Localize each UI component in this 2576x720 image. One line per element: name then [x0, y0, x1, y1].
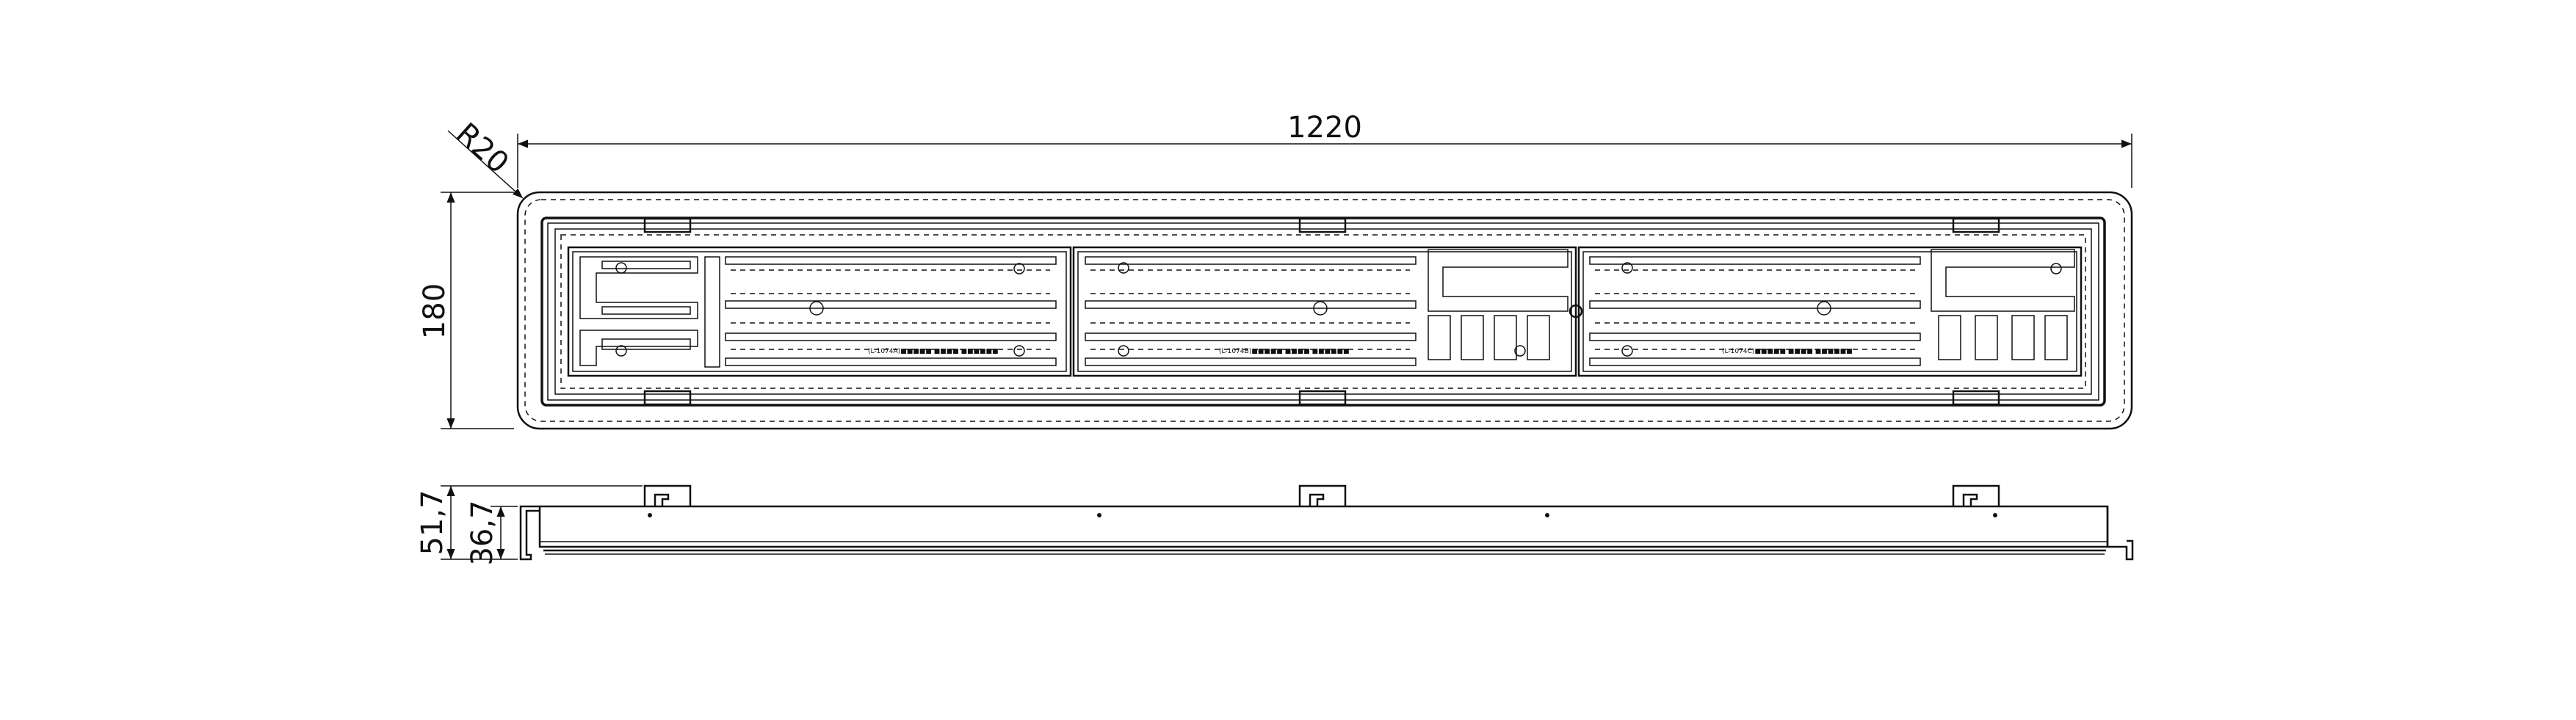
module-1-label: (L-1074A)■■■■■ ■■■■ ■■■■■■	[868, 348, 998, 355]
height-dimension-label: 180	[418, 283, 452, 339]
connector-icon	[1569, 304, 1583, 319]
clip-bottom-2	[1298, 390, 1347, 406]
screw-marker	[1993, 513, 1997, 517]
side-body-height-dimension: 36,7	[466, 500, 518, 566]
side-view	[519, 484, 2134, 561]
frame-outer	[540, 217, 2106, 407]
left-flange	[519, 505, 540, 561]
body-height-label: 36,7	[466, 500, 499, 565]
side-body	[538, 505, 2109, 548]
led-module-3: (L-1074C)■■■■■ ■■■■ ■■■■■■	[1577, 246, 2083, 377]
screw-marker	[648, 513, 652, 517]
top-view: (L-1074A)■■■■■ ■■■■ ■■■■■■ (L-1074B)■■■■…	[516, 191, 2133, 430]
right-flange	[2106, 506, 2134, 561]
corner-radius-label: R20	[449, 117, 515, 181]
width-dimension: 1220	[517, 111, 2132, 188]
frame-inner-2	[554, 228, 2092, 395]
side-clip-1	[643, 484, 692, 506]
clip-top-2	[1298, 217, 1347, 233]
width-dimension-label: 1220	[1287, 111, 1362, 145]
clip-bottom-3	[1952, 390, 2000, 406]
led-module-2: (L-1074B)■■■■■ ■■■■ ■■■■■■	[1072, 246, 1577, 377]
module-3-label: (L-1074C)■■■■■ ■■■■ ■■■■■■	[1722, 348, 1853, 355]
side-clip-3	[1952, 484, 2000, 506]
side-clip-2	[1298, 484, 1347, 506]
screw-marker	[1545, 513, 1549, 517]
frame-inner-3	[560, 234, 2086, 389]
clip-top-1	[643, 217, 692, 233]
side-total-height-dimension: 51,7	[416, 485, 643, 560]
screw-marker	[1097, 513, 1101, 517]
housing-outline	[516, 191, 2133, 430]
module-2-label: (L-1074B)■■■■■ ■■■■ ■■■■■■	[1219, 348, 1349, 355]
led-module-1: (L-1074A)■■■■■ ■■■■ ■■■■■■	[567, 246, 1072, 377]
corner-radius-dimension: R20	[447, 117, 524, 199]
height-dimension: 180	[418, 192, 514, 429]
clip-top-3	[1952, 217, 2000, 233]
housing-inner-dashed	[524, 199, 2125, 422]
total-height-label: 51,7	[416, 490, 449, 555]
clip-bottom-1	[643, 390, 692, 406]
frame-inner	[547, 222, 2099, 401]
